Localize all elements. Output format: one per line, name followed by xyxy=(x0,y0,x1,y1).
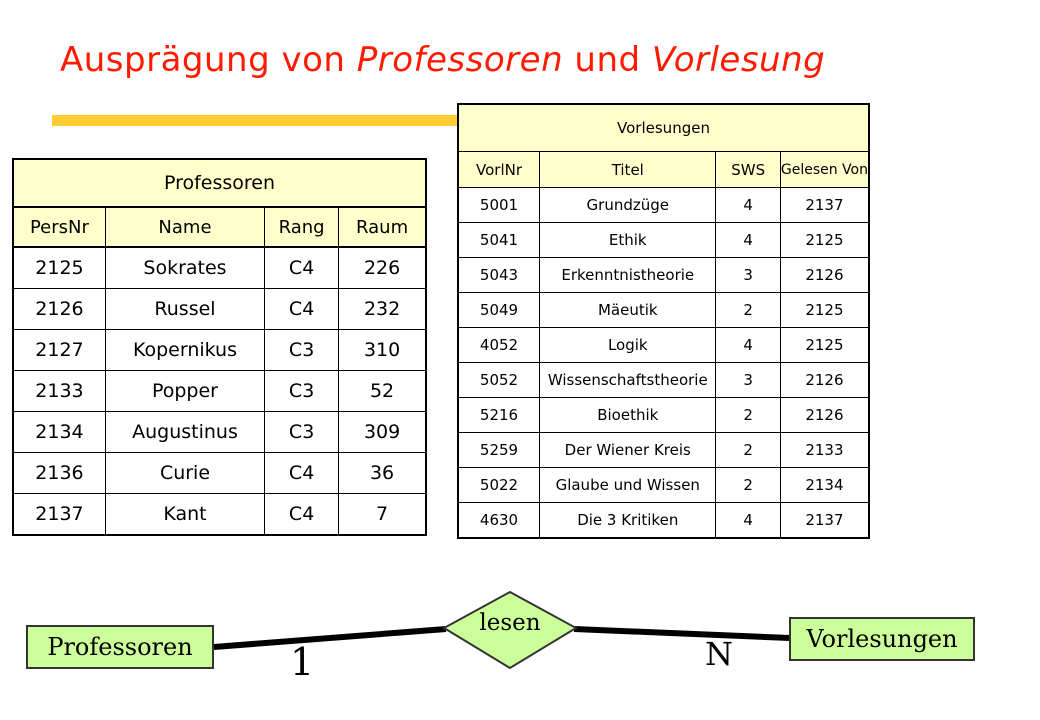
entity-professoren: Professoren xyxy=(26,625,214,669)
table-cell: 2125 xyxy=(779,222,870,258)
table-cell: C4 xyxy=(264,288,340,330)
table-cell: Kant xyxy=(104,493,266,536)
table-cell: 4 xyxy=(715,222,781,258)
column-header-raum: Raum xyxy=(338,206,427,248)
table-cell: Popper xyxy=(104,370,266,412)
table-cell: 5216 xyxy=(457,397,541,433)
table-cell: 4630 xyxy=(457,502,541,539)
column-header-persnr: PersNr xyxy=(12,206,106,248)
vorlesungen-table-caption: Vorlesungen xyxy=(457,103,870,152)
table-cell: 2133 xyxy=(779,432,870,468)
table-cell: 2125 xyxy=(779,327,870,363)
table-cell: Sokrates xyxy=(104,246,266,289)
cardinality-one: 1 xyxy=(290,640,315,684)
table-row: 5052 Wissenschaftstheorie 3 2126 xyxy=(457,362,870,398)
table-cell: 5049 xyxy=(457,292,541,328)
table-cell: 2126 xyxy=(779,257,870,293)
table-cell: 2137 xyxy=(11,493,106,536)
table-cell: 4 xyxy=(715,327,781,363)
column-header-name: Name xyxy=(104,206,266,248)
table-cell: 226 xyxy=(338,246,427,289)
entity-vorlesungen: Vorlesungen xyxy=(789,617,975,661)
table-cell: Die 3 Kritiken xyxy=(539,502,717,539)
table-cell: 3 xyxy=(715,362,781,398)
table-cell: 3 xyxy=(715,257,781,293)
table-cell: 232 xyxy=(338,288,427,330)
table-cell: 7 xyxy=(338,493,427,536)
table-cell: 36 xyxy=(338,452,427,494)
title-part-2: Professoren xyxy=(356,40,564,80)
connector-line-left xyxy=(213,626,447,650)
professoren-table: Professoren PersNr Name Rang Raum 2125 S… xyxy=(11,158,427,536)
title-part-4: Vorlesung xyxy=(651,40,826,80)
table-row: 5001 Grundzüge 4 2137 xyxy=(457,187,870,223)
table-cell: 5259 xyxy=(457,432,541,468)
table-cell: Bioethik xyxy=(539,397,717,433)
table-cell: 2127 xyxy=(11,329,106,371)
table-cell: 2125 xyxy=(779,292,870,328)
table-cell: 2125 xyxy=(11,246,106,289)
relationship-label: lesen xyxy=(479,610,541,636)
table-cell: 2126 xyxy=(779,362,870,398)
column-header-gelesen-von: Gelesen Von xyxy=(779,151,870,188)
column-header-vorlnr: VorlNr xyxy=(457,151,541,188)
column-header-titel: Titel xyxy=(539,151,717,188)
table-cell: Grundzüge xyxy=(539,187,717,223)
cardinality-n: N xyxy=(705,635,733,673)
table-row: 2136 Curie C4 36 xyxy=(11,452,427,494)
table-cell: C3 xyxy=(264,370,340,412)
relationship-diamond-shape xyxy=(442,590,578,670)
table-cell: 309 xyxy=(338,411,427,453)
table-cell: 2136 xyxy=(11,452,106,494)
table-cell: 2 xyxy=(715,467,781,503)
table-cell: 2126 xyxy=(11,288,106,330)
table-cell: 5052 xyxy=(457,362,541,398)
vorlesungen-table: Vorlesungen VorlNr Titel SWS Gelesen Von… xyxy=(457,103,870,539)
table-cell: Russel xyxy=(104,288,266,330)
table-cell: Der Wiener Kreis xyxy=(539,432,717,468)
table-cell: C4 xyxy=(264,452,340,494)
table-cell: 5022 xyxy=(457,467,541,503)
table-cell: 5001 xyxy=(457,187,541,223)
slide-title: Ausprägung von Professoren und Vorlesung xyxy=(60,40,825,80)
table-cell: Curie xyxy=(104,452,266,494)
table-row: 2126 Russel C4 232 xyxy=(11,288,427,330)
table-cell: 4052 xyxy=(457,327,541,363)
table-cell: 4 xyxy=(715,187,781,223)
table-cell: C4 xyxy=(264,246,340,289)
table-cell: 2 xyxy=(715,397,781,433)
relationship-lesen: lesen xyxy=(442,590,578,670)
table-cell: 2134 xyxy=(11,411,106,453)
table-row: 5022 Glaube und Wissen 2 2134 xyxy=(457,467,870,503)
table-row: 2137 Kant C4 7 xyxy=(11,493,427,536)
table-row: 5259 Der Wiener Kreis 2 2133 xyxy=(457,432,870,468)
column-header-rang: Rang xyxy=(264,206,340,248)
table-cell: Augustinus xyxy=(104,411,266,453)
connector-line-right xyxy=(573,626,791,641)
table-cell: 5043 xyxy=(457,257,541,293)
table-cell: Glaube und Wissen xyxy=(539,467,717,503)
title-part-1: Ausprägung von xyxy=(60,40,357,80)
table-cell: Logik xyxy=(539,327,717,363)
table-row: 2125 Sokrates C4 226 xyxy=(11,246,427,289)
table-row: 4630 Die 3 Kritiken 4 2137 xyxy=(457,502,870,539)
table-cell: 2137 xyxy=(779,187,870,223)
professoren-table-caption: Professoren xyxy=(12,158,427,208)
table-cell: Wissenschaftstheorie xyxy=(539,362,717,398)
table-cell: 4 xyxy=(715,502,781,539)
table-cell: 2134 xyxy=(779,467,870,503)
table-row: 5216 Bioethik 2 2126 xyxy=(457,397,870,433)
title-part-3: und xyxy=(563,40,652,80)
table-cell: 2133 xyxy=(11,370,106,412)
title-underline-bar xyxy=(52,115,472,126)
table-row: 4052 Logik 4 2125 xyxy=(457,327,870,363)
table-cell: 2137 xyxy=(779,502,870,539)
table-cell: 2 xyxy=(715,432,781,468)
table-cell: 2126 xyxy=(779,397,870,433)
